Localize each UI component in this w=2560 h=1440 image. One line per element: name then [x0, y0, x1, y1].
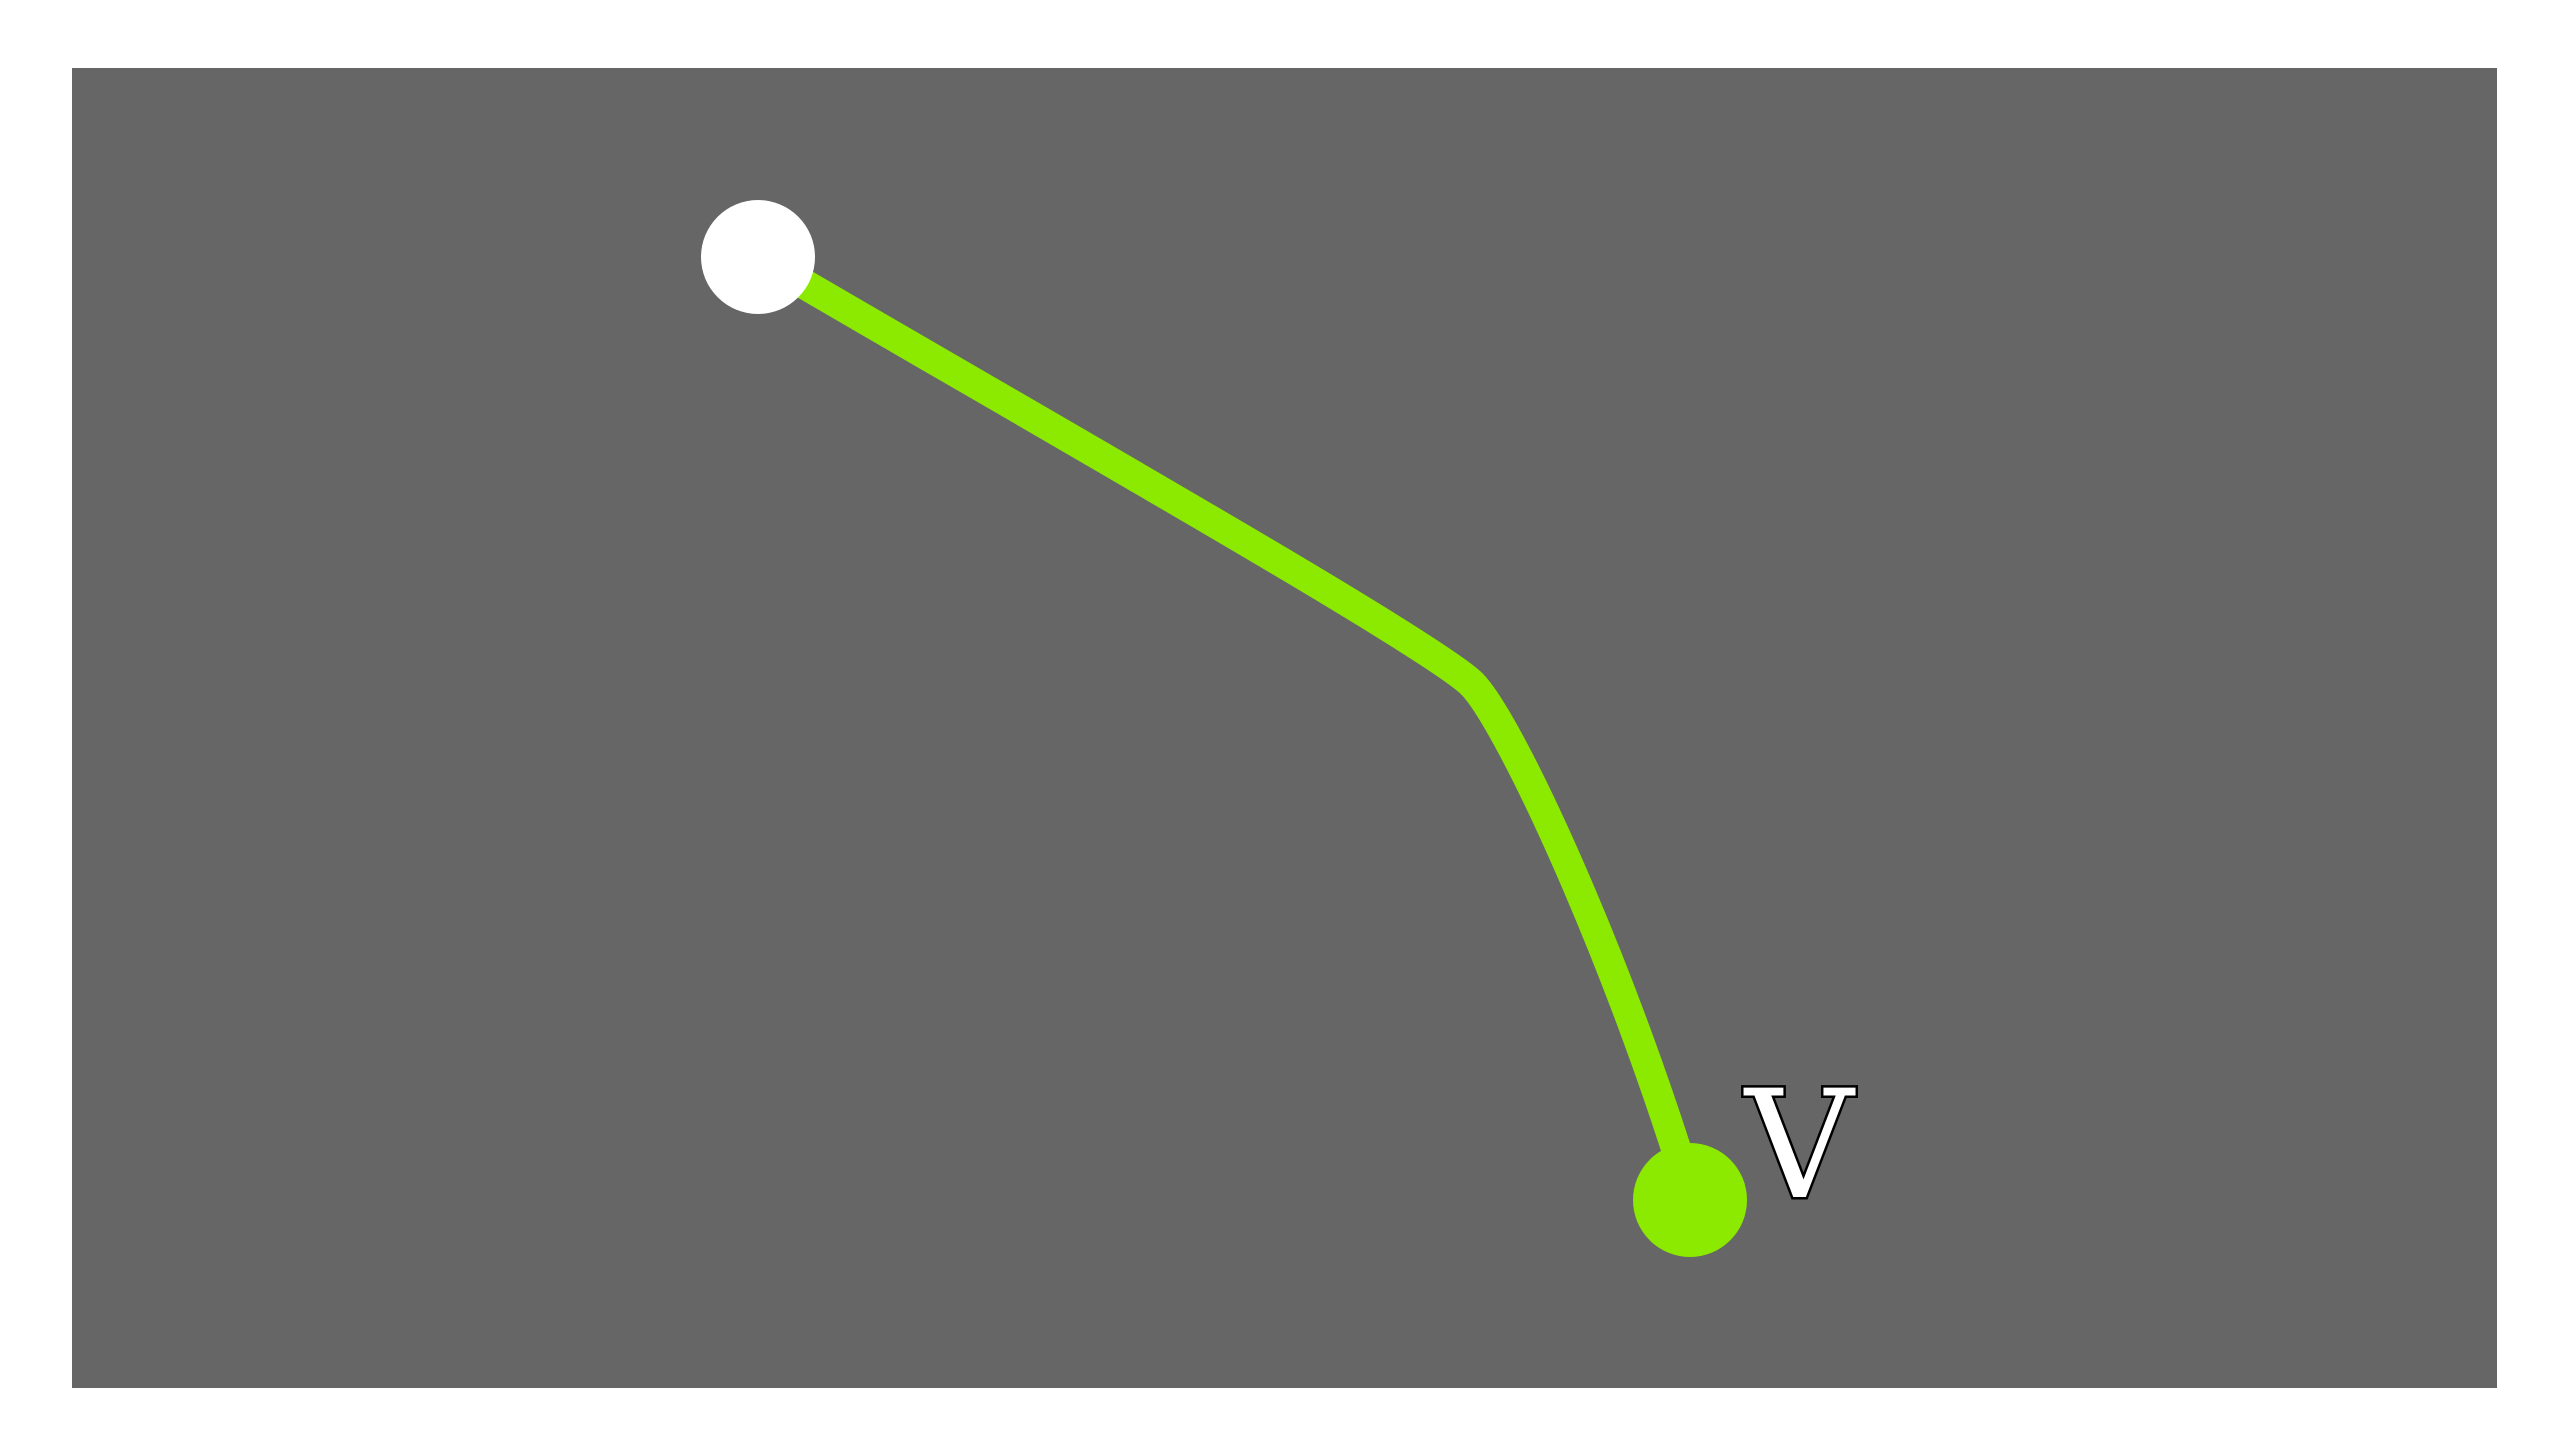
start-point — [701, 200, 815, 314]
diagram-background — [72, 68, 2497, 1388]
end-point-label: V — [1743, 1059, 1856, 1233]
vector-path — [743, 242, 1707, 1215]
end-point — [1633, 1143, 1747, 1257]
